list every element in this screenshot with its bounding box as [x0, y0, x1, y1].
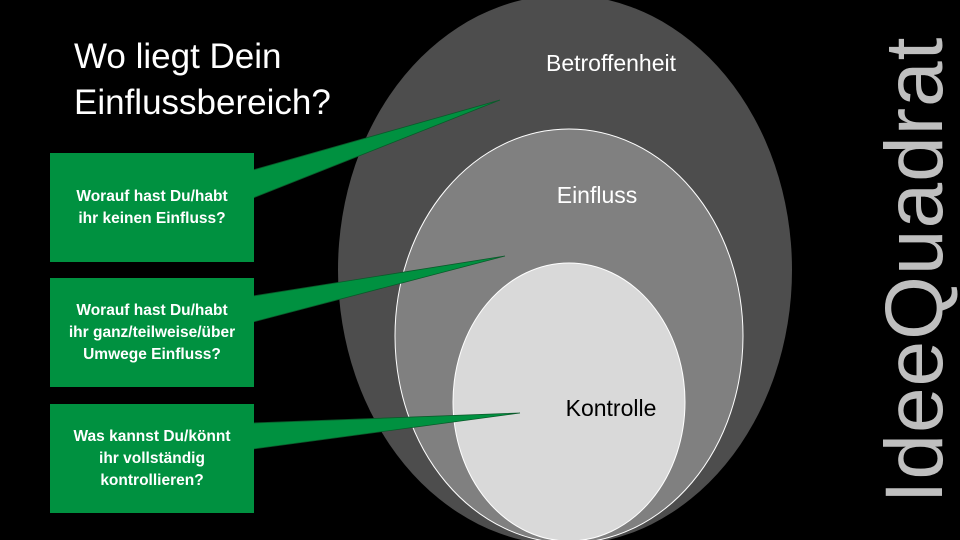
- brand-watermark: IdeeQuadrat: [869, 36, 960, 504]
- title-line-1: Wo liegt Dein: [74, 37, 282, 76]
- circle-kontrolle: [452, 262, 686, 540]
- label-betroffenheit: Betroffenheit: [545, 50, 677, 76]
- callout-einfluss: Worauf hast Du/habt ihr ganz/teilweise/ü…: [50, 278, 254, 387]
- title-line-2: Einflussbereich?: [74, 83, 331, 122]
- slide-title: Wo liegt Dein Einflussbereich?: [74, 34, 331, 126]
- label-kontrolle: Kontrolle: [565, 395, 657, 421]
- label-einfluss: Einfluss: [556, 182, 638, 208]
- callout-keinen-einfluss: Worauf hast Du/habt ihr keinen Einfluss?: [50, 153, 254, 262]
- callout-kontrolle: Was kannst Du/könnt ihr vollständig kont…: [50, 404, 254, 513]
